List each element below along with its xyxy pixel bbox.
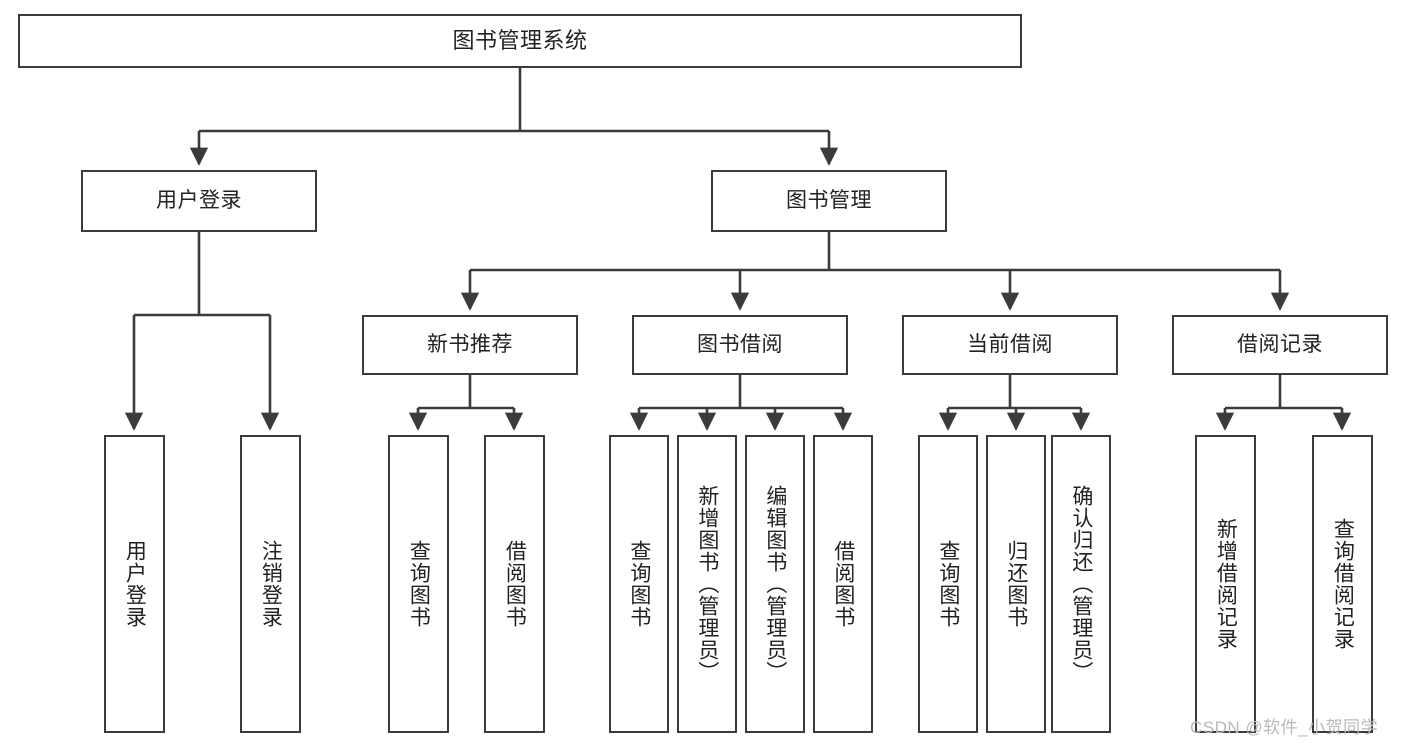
leaf-user-login[interactable]: 用户登录: [104, 435, 165, 733]
node-borrow-record[interactable]: 借阅记录: [1172, 315, 1388, 375]
leaf-borrow-book-label: 借阅图书: [831, 540, 855, 628]
node-new-book-recommend[interactable]: 新书推荐: [362, 315, 578, 375]
node-new-book-recommend-label: 新书推荐: [427, 332, 513, 356]
node-user-login[interactable]: 用户登录: [81, 170, 317, 232]
node-book-management[interactable]: 图书管理: [711, 170, 947, 232]
leaf-add-book-admin-label: 新增图书（管理员）: [695, 485, 719, 683]
leaf-borrow-book-new[interactable]: 借阅图书: [484, 435, 545, 733]
leaf-user-login-label: 用户登录: [123, 540, 147, 628]
leaf-confirm-return-admin[interactable]: 确认归还（管理员）: [1051, 435, 1111, 733]
leaf-query-book-borrow-label: 查询图书: [627, 540, 651, 628]
leaf-query-book-current[interactable]: 查询图书: [918, 435, 978, 733]
leaf-borrow-book[interactable]: 借阅图书: [813, 435, 873, 733]
leaf-query-book-new[interactable]: 查询图书: [388, 435, 449, 733]
leaf-borrow-book-new-label: 借阅图书: [503, 540, 527, 628]
leaf-edit-book-admin-label: 编辑图书（管理员）: [763, 485, 787, 683]
leaf-logout-label: 注销登录: [259, 540, 283, 628]
leaf-logout[interactable]: 注销登录: [240, 435, 301, 733]
node-borrow-record-label: 借阅记录: [1237, 332, 1323, 356]
node-current-borrow[interactable]: 当前借阅: [902, 315, 1118, 375]
node-root-label: 图书管理系统: [452, 28, 588, 54]
leaf-add-borrow-record[interactable]: 新增借阅记录: [1195, 435, 1256, 733]
node-book-borrow-label: 图书借阅: [697, 332, 783, 356]
leaf-query-book-borrow[interactable]: 查询图书: [609, 435, 669, 733]
leaf-return-book[interactable]: 归还图书: [986, 435, 1046, 733]
node-current-borrow-label: 当前借阅: [967, 332, 1053, 356]
node-user-login-label: 用户登录: [156, 188, 242, 212]
leaf-query-book-current-label: 查询图书: [936, 540, 960, 628]
leaf-return-book-label: 归还图书: [1004, 540, 1028, 628]
node-root[interactable]: 图书管理系统: [18, 14, 1022, 68]
leaf-query-borrow-record[interactable]: 查询借阅记录: [1312, 435, 1373, 733]
leaf-query-book-new-label: 查询图书: [407, 540, 431, 628]
leaf-add-book-admin[interactable]: 新增图书（管理员）: [677, 435, 737, 733]
leaf-edit-book-admin[interactable]: 编辑图书（管理员）: [745, 435, 805, 733]
node-book-management-label: 图书管理: [786, 188, 872, 212]
node-book-borrow[interactable]: 图书借阅: [632, 315, 848, 375]
leaf-confirm-return-admin-label: 确认归还（管理员）: [1069, 485, 1093, 683]
leaf-add-borrow-record-label: 新增借阅记录: [1214, 518, 1238, 650]
leaf-query-borrow-record-label: 查询借阅记录: [1331, 518, 1355, 650]
